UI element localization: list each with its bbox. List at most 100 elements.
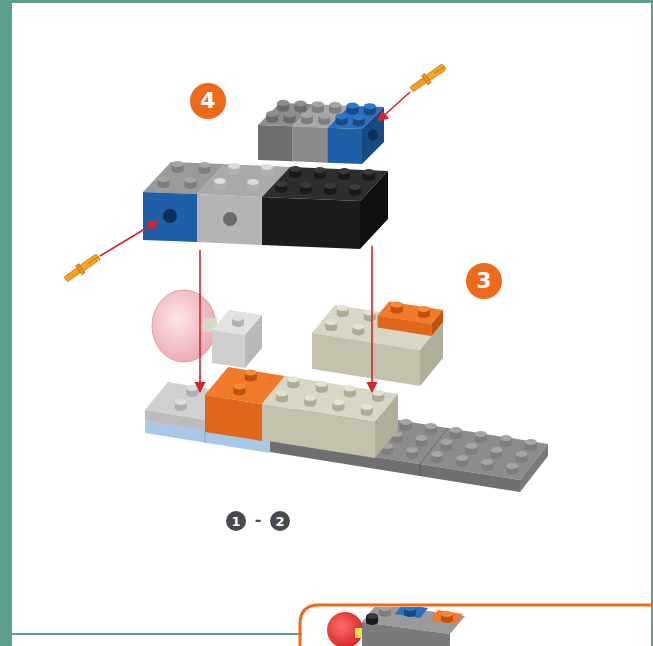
base-assembly	[406, 447, 418, 459]
base-assembly	[245, 370, 257, 382]
base-assembly	[145, 290, 548, 492]
top-subassembly	[300, 182, 312, 194]
top-subassembly	[163, 209, 177, 223]
top-subassembly	[262, 197, 360, 249]
base-assembly	[245, 315, 262, 368]
base-assembly	[391, 302, 403, 314]
top-subassembly	[353, 114, 365, 126]
top-subassembly	[364, 103, 376, 115]
base-assembly	[152, 290, 216, 362]
base-assembly	[233, 384, 245, 396]
top-subassembly	[266, 111, 278, 123]
base-assembly	[212, 330, 245, 368]
base-assembly	[375, 394, 398, 458]
base-assembly	[416, 435, 428, 447]
top-subassembly	[277, 100, 289, 112]
connector-pin	[62, 252, 101, 284]
base-assembly	[232, 315, 244, 327]
top-subassembly	[312, 101, 324, 113]
top-subassembly	[327, 128, 362, 164]
finished-model-inset	[366, 613, 378, 625]
top-subassembly	[336, 114, 348, 126]
top-subassembly	[363, 169, 375, 181]
top-subassembly	[143, 100, 388, 249]
top-subassembly	[199, 162, 211, 174]
base-assembly	[481, 459, 493, 471]
finished-model-inset	[327, 607, 465, 646]
base-assembly	[316, 381, 328, 393]
base-assembly	[516, 451, 528, 463]
connector-pin	[408, 62, 447, 94]
top-subassembly	[143, 192, 197, 242]
top-subassembly	[172, 161, 184, 173]
base-assembly	[352, 323, 364, 335]
base-assembly	[276, 390, 288, 402]
finished-model-inset	[300, 604, 653, 646]
base-assembly	[205, 395, 262, 441]
top-subassembly	[284, 112, 296, 124]
top-subassembly	[362, 107, 384, 164]
placement-arrow	[100, 221, 158, 256]
step-badge	[190, 83, 502, 299]
base-assembly	[506, 463, 518, 475]
base-assembly	[425, 423, 437, 435]
base-assembly	[420, 464, 421, 476]
placement-arrow	[371, 246, 373, 392]
top-subassembly	[261, 164, 273, 176]
base-assembly	[175, 399, 187, 411]
finished-model-inset	[404, 607, 416, 617]
base-assembly	[400, 419, 412, 431]
base-assembly	[287, 376, 299, 388]
base-assembly	[491, 447, 503, 459]
top-subassembly	[349, 184, 361, 196]
base-assembly	[332, 399, 344, 411]
placement-arrow	[100, 92, 410, 392]
base-assembly	[466, 443, 478, 455]
top-subassembly	[275, 181, 287, 193]
finished-model-inset	[379, 607, 391, 617]
top-subassembly	[197, 194, 262, 245]
substep-badge	[226, 511, 290, 531]
base-assembly	[337, 305, 349, 317]
base-assembly	[431, 451, 443, 463]
top-subassembly	[214, 178, 226, 190]
base-assembly	[364, 309, 376, 321]
base-assembly	[378, 316, 432, 337]
top-subassembly	[158, 176, 170, 188]
base-assembly	[325, 319, 337, 331]
substep-number: 1	[231, 515, 240, 528]
step-number: 4	[200, 90, 215, 112]
base-assembly	[270, 440, 520, 492]
page-frame	[0, 0, 12, 646]
base-assembly	[186, 385, 198, 397]
substep-badge	[226, 511, 246, 531]
base-assembly	[361, 404, 373, 416]
base-assembly	[500, 435, 512, 447]
finished-model-inset	[395, 607, 428, 618]
top-subassembly	[185, 177, 197, 189]
base-assembly	[525, 439, 537, 451]
base-assembly	[304, 395, 316, 407]
base-assembly	[372, 390, 384, 402]
step-badge	[466, 263, 502, 299]
finished-model-inset	[441, 611, 453, 623]
finished-model-inset	[362, 622, 450, 646]
placement-arrow	[199, 250, 201, 392]
top-subassembly	[314, 167, 326, 179]
substep-number: 2	[275, 515, 284, 528]
top-subassembly	[324, 183, 336, 195]
base-assembly	[450, 427, 462, 439]
step-badge	[190, 83, 226, 119]
base-assembly	[475, 431, 487, 443]
substep-badge	[270, 511, 290, 531]
page-frame	[0, 0, 653, 3]
top-subassembly	[293, 126, 328, 162]
page-frame	[12, 633, 302, 635]
top-subassembly	[295, 101, 307, 113]
top-subassembly	[329, 102, 341, 114]
top-subassembly	[347, 103, 359, 115]
